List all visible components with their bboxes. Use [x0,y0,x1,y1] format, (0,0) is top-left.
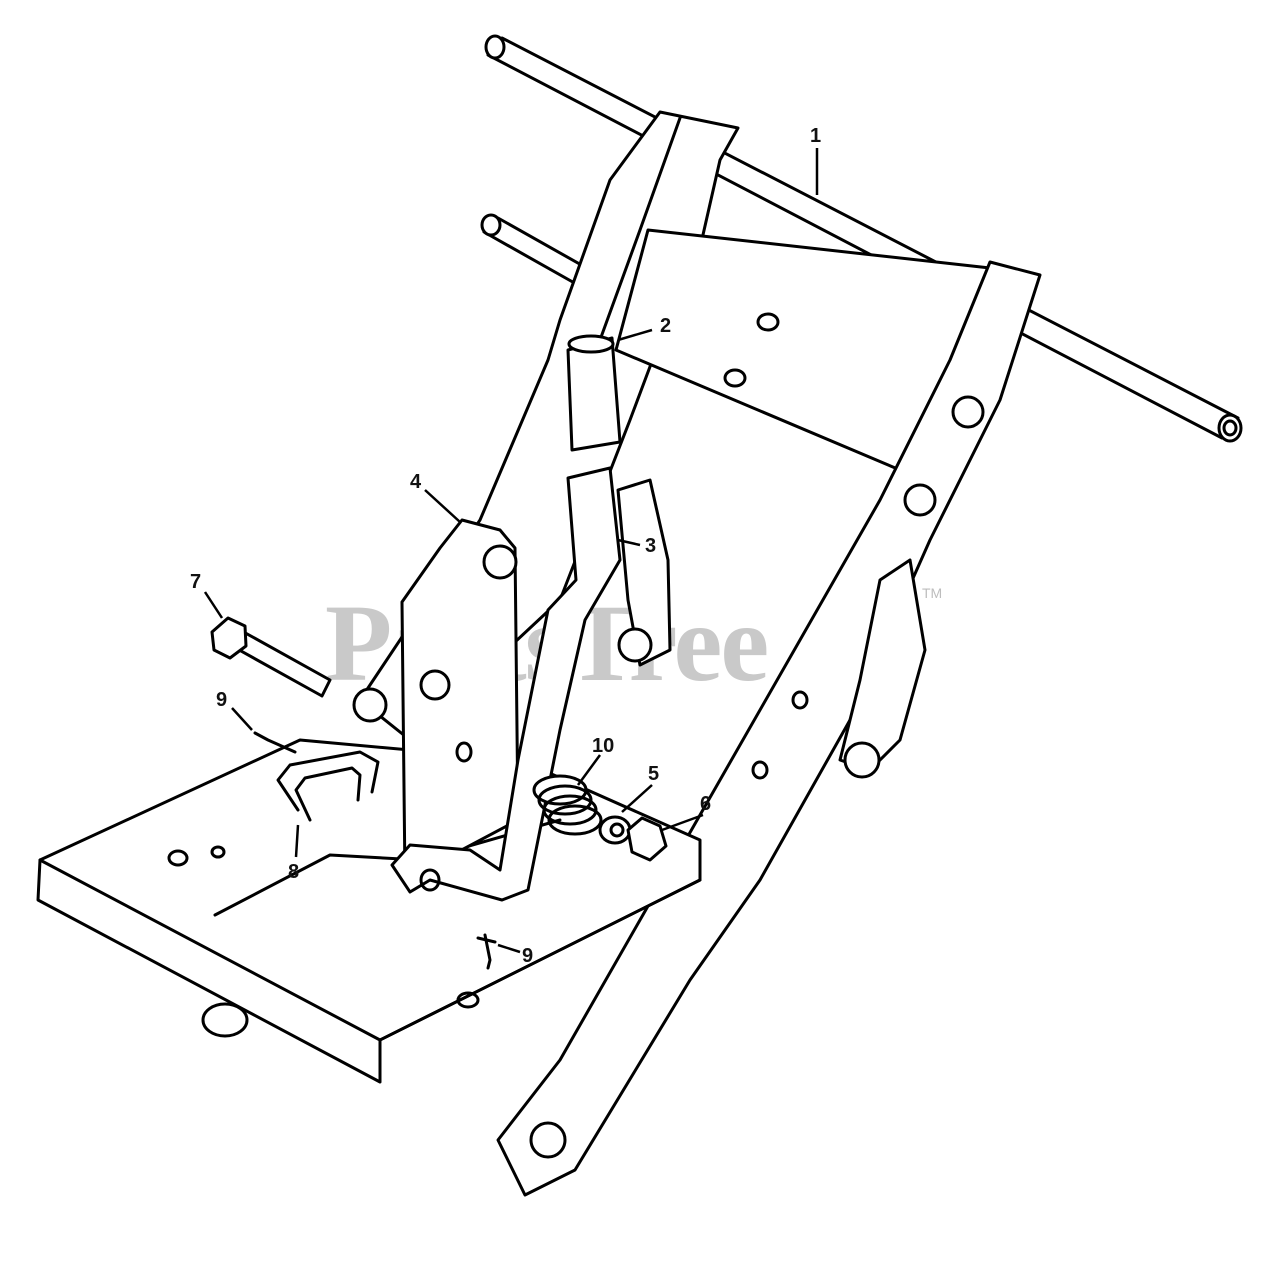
watermark-trademark: TM [922,585,942,601]
callout-1: 1 [810,125,821,147]
grip-part-2 [566,334,622,452]
callout-9-upper: 9 [216,689,227,711]
callout-9-lower: 9 [522,945,533,967]
callout-7: 7 [190,571,201,593]
bracket-plate-part-4 [352,518,520,882]
callout-5: 5 [648,763,659,785]
hook-part-8 [276,750,380,822]
callout-2: 2 [660,315,671,337]
nut-part-6 [626,816,668,862]
callout-3: 3 [645,535,656,557]
callout-4: 4 [410,471,422,493]
bolt-part-7 [210,616,332,698]
right-bracket-arm [838,558,927,779]
leader-lines [203,148,819,954]
cotter-pin-lower [476,933,497,970]
cotter-pin-upper [253,731,297,754]
callout-6: 6 [700,793,711,815]
callout-10: 10 [592,735,614,757]
rail-bolts [529,395,985,1159]
callout-8: 8 [288,861,299,883]
spring-part-10 [532,774,603,836]
callouts: 1 2 3 4 5 6 7 8 9 9 10 [190,125,821,967]
washer-part-5 [598,815,632,845]
right-frame-rail [496,260,1042,1197]
pivot-plate [616,478,672,667]
lever-part-3 [390,466,622,902]
